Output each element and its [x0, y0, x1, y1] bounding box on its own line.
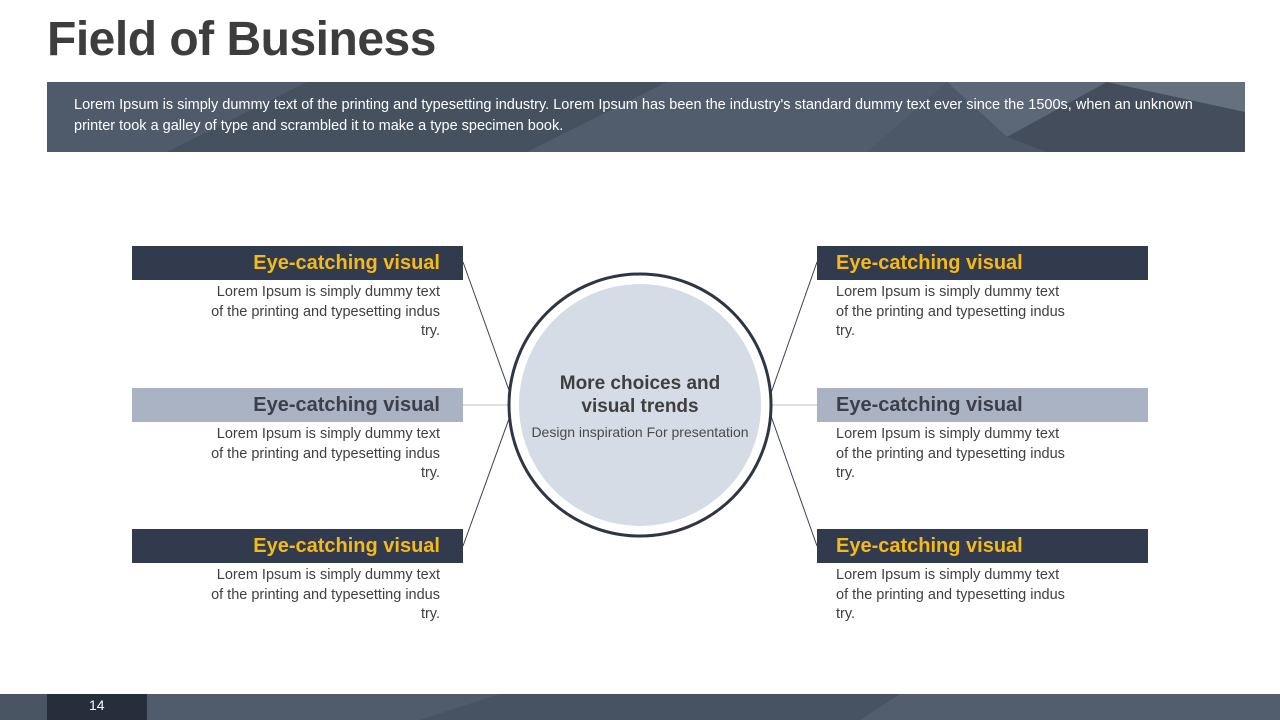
connector-line-left-top — [462, 261, 511, 394]
item-description-line: Lorem Ipsum is simply dummy text — [216, 426, 440, 442]
item-description-line: Lorem Ipsum is simply dummy text — [836, 567, 1060, 583]
item-heading-left-middle: Eye-catching visual — [132, 388, 463, 422]
item-description-line: Lorem Ipsum is simply dummy text — [216, 284, 440, 300]
connector-line-left-bottom — [462, 415, 511, 547]
center-subtitle: Design inspiration For presentation — [531, 424, 749, 440]
center-title-line2: visual trends — [581, 396, 699, 417]
item-description-line: try. — [836, 323, 856, 339]
item-heading-left-bottom: Eye-catching visual — [132, 529, 463, 563]
footer-bar: 14 — [0, 694, 1280, 720]
item-description-line: try. — [836, 465, 856, 481]
item-heading-left-top: Eye-catching visual — [132, 246, 463, 280]
item-description-line: of the printing and typesetting indus — [836, 445, 1065, 462]
page-title: Field of Business — [47, 13, 436, 66]
item-description-line: of the printing and typesetting indus — [211, 445, 440, 462]
center-circle-fill — [519, 284, 761, 526]
item-description-line: Lorem Ipsum is simply dummy text — [216, 567, 440, 583]
item-description-line: try. — [836, 606, 856, 622]
item-heading-right-bottom: Eye-catching visual — [817, 529, 1148, 563]
page-number: 14 — [47, 694, 147, 720]
intro-banner: Lorem Ipsum is simply dummy text of the … — [47, 82, 1245, 152]
item-description-line: try. — [420, 606, 440, 622]
item-description-left-top: Lorem Ipsum is simply dummy text of the … — [190, 283, 440, 342]
connector-line-right-bottom — [770, 415, 818, 547]
item-description-line: try. — [420, 465, 440, 481]
item-description-line: of the printing and typesetting indus — [211, 586, 440, 603]
item-description-line: Lorem Ipsum is simply dummy text — [836, 284, 1060, 300]
item-heading-right-top: Eye-catching visual — [817, 246, 1148, 280]
item-description-left-middle: Lorem Ipsum is simply dummy text of the … — [190, 425, 440, 484]
item-description-right-middle: Lorem Ipsum is simply dummy text of the … — [836, 425, 1086, 484]
item-description-line: of the printing and typesetting indus — [836, 586, 1065, 603]
footer-polygon-pattern — [147, 694, 1280, 720]
item-description-line: of the printing and typesetting indus — [211, 303, 440, 320]
item-heading-right-middle: Eye-catching visual — [817, 388, 1148, 422]
item-description-right-top: Lorem Ipsum is simply dummy text of the … — [836, 283, 1086, 342]
center-hub: More choices and visual trends Design in… — [515, 372, 765, 441]
center-title-line1: More choices and — [559, 373, 721, 394]
banner-polygon-pattern — [47, 82, 1245, 152]
page-number-label: 14 — [89, 697, 105, 713]
item-description-right-bottom: Lorem Ipsum is simply dummy text of the … — [836, 566, 1086, 625]
connector-line-right-top — [770, 261, 818, 394]
banner-text: Lorem Ipsum is simply dummy text of the … — [74, 97, 1193, 134]
item-description-line: try. — [420, 323, 440, 339]
item-description-line: Lorem Ipsum is simply dummy text — [836, 426, 1060, 442]
item-description-line: of the printing and typesetting indus — [836, 303, 1065, 320]
item-description-left-bottom: Lorem Ipsum is simply dummy text of the … — [190, 566, 440, 625]
